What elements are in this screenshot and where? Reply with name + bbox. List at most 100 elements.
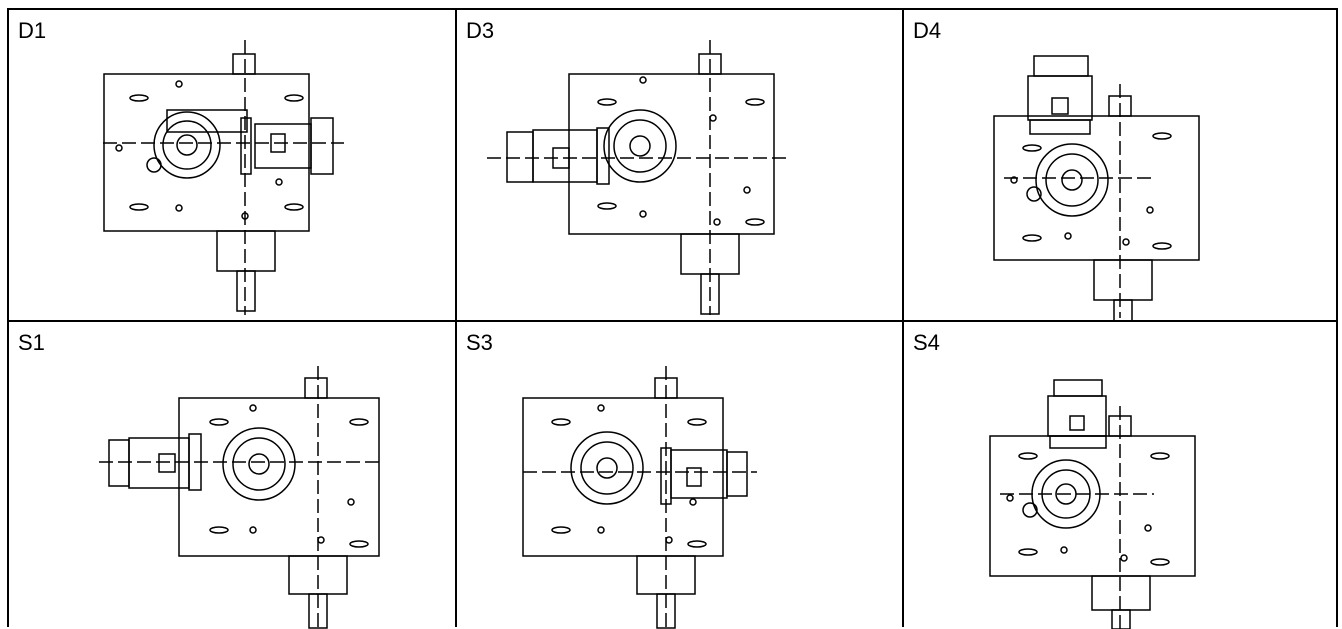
slot-hole <box>1018 548 1038 556</box>
terminal-box <box>1051 97 1069 115</box>
gearbox-s1 <box>99 366 381 629</box>
bolt-hole <box>1010 176 1018 184</box>
gearbox-d4 <box>993 55 1200 320</box>
bolt-hole <box>1120 554 1128 562</box>
panel-d1: D1 <box>9 10 455 320</box>
bolt-hole <box>115 144 123 152</box>
slot-hole <box>284 94 304 102</box>
motor-fan-cover <box>1033 55 1089 77</box>
panel-label: S4 <box>913 330 940 355</box>
slot-hole <box>209 418 229 426</box>
output-flange <box>216 230 276 272</box>
slot-hole <box>687 540 707 548</box>
output-shaft <box>236 270 256 312</box>
motor-fan-cover <box>726 451 748 497</box>
housing-plate <box>522 397 724 557</box>
bolt-hole <box>347 498 355 506</box>
adapter-flange <box>240 117 252 175</box>
slot-hole <box>551 526 571 534</box>
motor-fan-cover <box>506 131 534 183</box>
adapter-flange <box>660 447 672 505</box>
oil-plug <box>1022 502 1038 518</box>
gear-outer <box>153 111 221 179</box>
motor-fan-cover <box>108 439 130 487</box>
slot-hole <box>1150 558 1170 566</box>
bolt-hole <box>241 212 249 220</box>
bolt-hole <box>249 526 257 534</box>
slot-hole <box>129 203 149 211</box>
gear-outer <box>1031 459 1101 529</box>
slot-hole <box>597 98 617 106</box>
gear-mid <box>580 441 634 495</box>
panel-d3: D3 <box>457 10 902 320</box>
mounting-positions-grid: D1 <box>7 8 1338 629</box>
slot-hole <box>284 203 304 211</box>
motor-fan-cover <box>310 117 334 175</box>
bolt-hole <box>597 404 605 412</box>
bolt-hole <box>743 186 751 194</box>
panel-label: S3 <box>466 330 493 355</box>
column-divider-2 <box>902 10 904 627</box>
bolt-hole <box>275 178 283 186</box>
slot-hole <box>551 418 571 426</box>
gear-hub <box>176 134 198 156</box>
bolt-hole <box>689 498 697 506</box>
motor-body <box>532 129 598 183</box>
slot-hole <box>1022 144 1042 152</box>
bolt-hole <box>597 526 605 534</box>
panel-label: D1 <box>18 18 47 43</box>
gear-mid <box>613 119 667 173</box>
bolt-hole <box>1006 494 1014 502</box>
panel-d4: D4 <box>904 10 1338 320</box>
housing-plate <box>103 73 310 232</box>
bolt-hole <box>1064 232 1072 240</box>
slot-hole <box>349 540 369 548</box>
gear-hub <box>596 457 618 479</box>
slot-hole <box>1150 452 1170 460</box>
gear-outer <box>1035 143 1109 217</box>
bolt-hole <box>1144 524 1152 532</box>
gear-outer <box>570 431 644 505</box>
panel-label: S1 <box>18 330 45 355</box>
slot-hole <box>745 218 765 226</box>
bolt-hole <box>175 204 183 212</box>
panel-label: D4 <box>913 18 942 43</box>
gear-mid <box>232 437 286 491</box>
bolt-hole <box>1146 206 1154 214</box>
gearbox-drawing-s3 <box>522 366 757 629</box>
gear-hub <box>1055 483 1077 505</box>
terminal-box <box>552 147 570 169</box>
bolt-hole <box>639 76 647 84</box>
housing-plate <box>568 73 775 235</box>
adapter-flange <box>1029 119 1091 135</box>
panel-s3: S3 <box>457 322 902 629</box>
output-flange <box>1091 575 1151 611</box>
bolt-hole <box>175 80 183 88</box>
bolt-hole <box>1060 546 1068 554</box>
gear-mid <box>1045 153 1099 207</box>
gear-mid <box>1041 469 1091 519</box>
slot-hole <box>209 526 229 534</box>
gear-hub <box>1061 169 1083 191</box>
output-shaft <box>1111 609 1131 629</box>
top-shaft <box>304 377 328 399</box>
bolt-hole <box>665 536 673 544</box>
gearbox-drawing-s4 <box>989 379 1196 629</box>
gear-hub <box>248 453 270 475</box>
housing-plate <box>178 397 380 557</box>
gear-hub <box>629 135 651 157</box>
bolt-hole <box>639 210 647 218</box>
adapter-flange <box>596 127 610 185</box>
motor-fan-cover <box>1053 379 1103 397</box>
slot-hole <box>349 418 369 426</box>
bolt-hole <box>709 114 717 122</box>
adapter-flange <box>1049 435 1107 449</box>
gear-outer <box>222 427 296 501</box>
gearbox-drawing-s1 <box>99 366 381 629</box>
bolt-hole <box>1122 238 1130 246</box>
output-shaft <box>1113 299 1133 320</box>
gearbox-drawing-d3 <box>487 40 787 315</box>
output-flange <box>1093 259 1153 301</box>
bolt-hole <box>249 404 257 412</box>
slot-hole <box>1152 242 1172 250</box>
